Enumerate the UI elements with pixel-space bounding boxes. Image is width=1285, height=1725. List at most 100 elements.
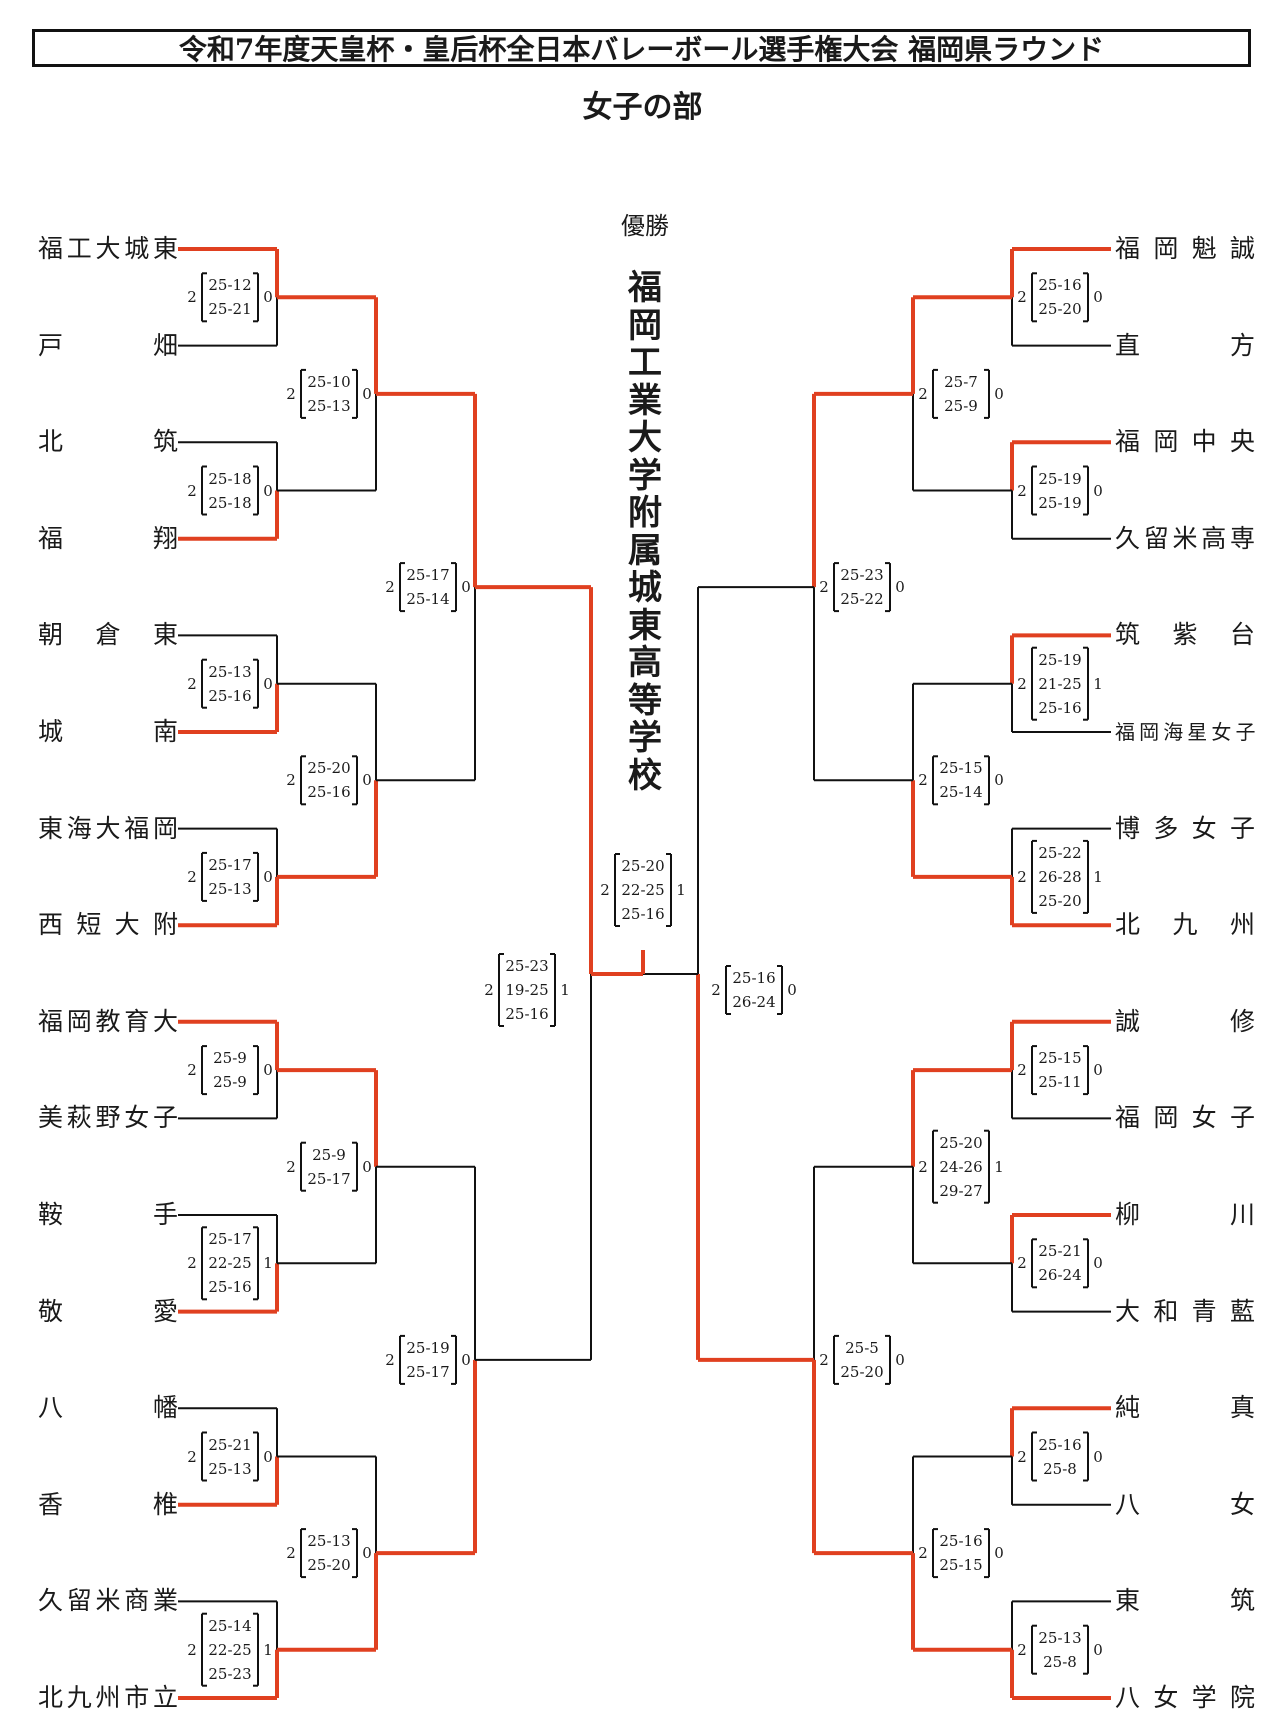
set-score: 26-24 — [1038, 1266, 1082, 1285]
set-score: 25-5 — [845, 1338, 879, 1357]
score-sets-won-a: 2 — [187, 674, 197, 693]
score-sets-won-b: 0 — [263, 1061, 273, 1080]
set-score: 25-16 — [621, 905, 665, 923]
left-team-2: 北筑 — [38, 427, 178, 457]
score-sets-won-b: 0 — [895, 578, 905, 597]
left-team-4: 朝倉東 — [38, 620, 178, 650]
set-score: 25-16 — [1038, 698, 1082, 717]
left-team-11: 敬愛 — [38, 1296, 178, 1326]
set-score: 19-25 — [505, 981, 549, 999]
score-sets-won-b: 0 — [1093, 1061, 1103, 1080]
score-sets-won-a: 2 — [1017, 1061, 1027, 1080]
score-sets-won-b: 1 — [263, 1254, 273, 1273]
score-sets-won-b: 0 — [362, 1544, 372, 1563]
score-sets-won-b: 0 — [994, 1544, 1004, 1563]
set-score: 25-13 — [307, 1532, 351, 1551]
set-score: 25-16 — [307, 783, 351, 802]
score-sets-won-a: 2 — [1017, 674, 1027, 693]
set-score: 25-17 — [208, 855, 252, 874]
set-score: 25-8 — [1043, 1652, 1077, 1671]
score-sets-won-a: 2 — [600, 881, 610, 899]
score-sets-won-b: 0 — [362, 771, 372, 790]
set-score: 24-26 — [939, 1157, 983, 1176]
left-team-10: 鞍手 — [38, 1200, 178, 1229]
left-team-15: 北九州市立 — [38, 1683, 178, 1712]
set-score: 25-12 — [208, 276, 252, 295]
set-score: 25-16 — [505, 1005, 549, 1023]
right-team-11: 大和青藍 — [1115, 1296, 1255, 1326]
left-team-13: 香椎 — [38, 1489, 178, 1519]
score-sets-won-b: 1 — [994, 1157, 1004, 1176]
score-sets-won-a: 2 — [484, 981, 494, 999]
score-sets-won-a: 2 — [918, 771, 928, 790]
score-sets-won-b: 1 — [676, 881, 686, 899]
right-team-6: 博多女子 — [1115, 813, 1255, 843]
set-score: 25-18 — [208, 493, 252, 512]
right-team-12: 純真 — [1115, 1393, 1255, 1423]
score-sets-won-b: 0 — [263, 481, 273, 500]
set-score: 25-22 — [1038, 843, 1082, 862]
right-team-8: 誠修 — [1115, 1006, 1255, 1036]
set-score: 22-25 — [208, 1640, 252, 1659]
score-sets-won-b: 0 — [1093, 1254, 1103, 1273]
score-sets-won-b: 1 — [1093, 867, 1103, 886]
left-team-12: 八幡 — [38, 1393, 178, 1423]
left-team-7: 西短大附 — [38, 910, 178, 940]
set-score: 25-14 — [208, 1616, 252, 1635]
right-team-10: 柳川 — [1115, 1200, 1255, 1229]
set-score: 25-13 — [208, 879, 252, 898]
set-score: 25-19 — [406, 1338, 450, 1357]
right-team-14: 東筑 — [1115, 1586, 1255, 1616]
division-subtitle: 女子の部 — [582, 90, 703, 125]
score-sets-won-a: 2 — [385, 1350, 395, 1369]
set-score: 22-25 — [208, 1254, 252, 1273]
score-sets-won-a: 2 — [187, 1447, 197, 1466]
score-sets-won-b: 0 — [461, 578, 471, 597]
set-score: 25-13 — [1038, 1628, 1082, 1647]
set-score: 26-28 — [1038, 867, 1082, 886]
score-sets-won-a: 2 — [1017, 867, 1027, 886]
right-team-1: 直方 — [1115, 330, 1255, 360]
set-score: 25-17 — [307, 1169, 351, 1188]
set-score: 25-21 — [208, 1435, 252, 1454]
score-sets-won-b: 1 — [560, 981, 570, 999]
set-score: 25-15 — [939, 759, 983, 778]
set-score: 25-23 — [840, 566, 884, 585]
right-team-7: 北九州 — [1115, 910, 1255, 940]
score-sets-won-a: 2 — [286, 384, 296, 403]
set-score: 25-17 — [406, 1362, 450, 1381]
set-score: 25-16 — [732, 969, 776, 987]
set-score: 25-7 — [944, 372, 978, 391]
score-sets-won-b: 1 — [263, 1640, 273, 1659]
set-score: 25-19 — [1038, 493, 1082, 512]
score-sets-won-b: 0 — [362, 384, 372, 403]
set-score: 25-8 — [1043, 1459, 1077, 1478]
score-sets-won-a: 2 — [187, 1254, 197, 1273]
set-score: 25-14 — [939, 783, 983, 802]
score-sets-won-a: 2 — [711, 981, 721, 999]
score-sets-won-a: 2 — [1017, 288, 1027, 307]
set-score: 21-25 — [1038, 674, 1082, 693]
set-score: 25-19 — [1038, 469, 1082, 488]
set-score: 25-20 — [1038, 300, 1082, 319]
score-sets-won-a: 2 — [918, 1544, 928, 1563]
set-score: 26-24 — [732, 993, 776, 1011]
score-sets-won-a: 2 — [819, 578, 829, 597]
score-sets-won-a: 2 — [1017, 1640, 1027, 1659]
set-score: 25-21 — [1038, 1242, 1082, 1261]
score-sets-won-a: 2 — [187, 481, 197, 500]
score-sets-won-a: 2 — [286, 1544, 296, 1563]
set-score: 25-16 — [1038, 1435, 1082, 1454]
right-team-9: 福岡女子 — [1115, 1103, 1255, 1133]
set-score: 25-19 — [1038, 650, 1082, 669]
score-sets-won-b: 0 — [994, 771, 1004, 790]
score-sets-won-a: 2 — [385, 578, 395, 597]
score-sets-won-a: 2 — [286, 1157, 296, 1176]
set-score: 25-10 — [307, 372, 351, 391]
set-score: 25-20 — [939, 1133, 983, 1152]
left-team-8: 福岡教育大 — [38, 1006, 178, 1036]
score-sets-won-b: 0 — [1093, 1447, 1103, 1466]
tournament-title: 令和7年度天皇杯・皇后杯全日本バレーボール選手権大会 福岡県ラウンド — [32, 29, 1251, 67]
left-team-3: 福翔 — [38, 523, 178, 553]
